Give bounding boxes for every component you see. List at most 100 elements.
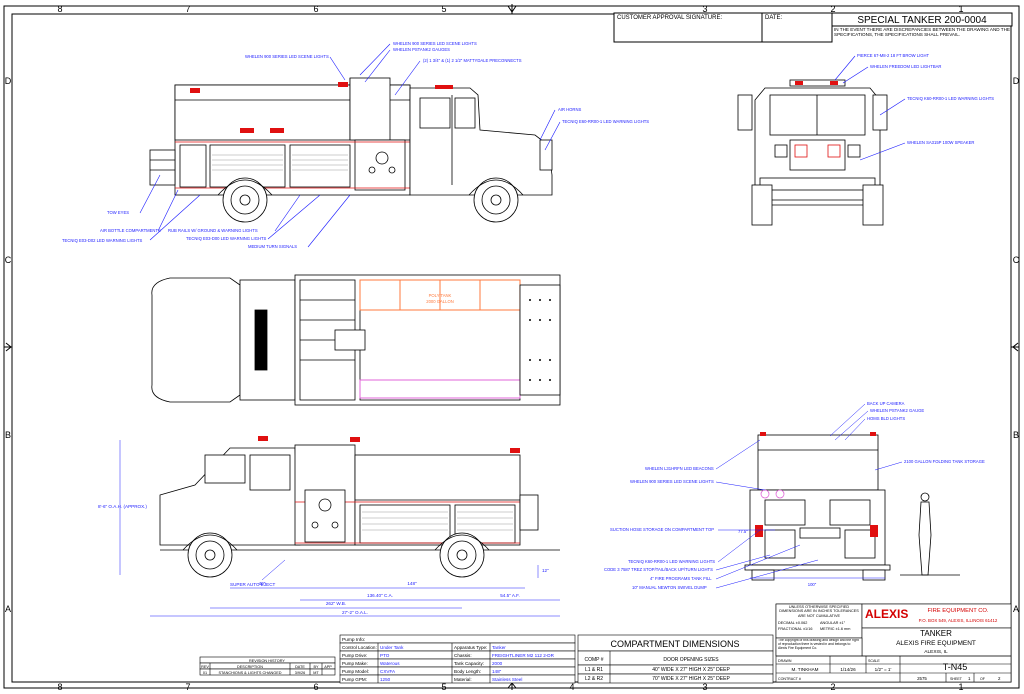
scale-value: 1/2" = 1' [875, 667, 892, 672]
grid-col-2: 2 [830, 4, 835, 14]
pump-info-title: Pump Info: [342, 637, 365, 643]
angular-tol: ANGULAR ±1° [820, 621, 846, 625]
callout-stop-tail: CODE 3 7587 TREZ STOP/TAIL/BACK UP/TURN … [604, 567, 713, 572]
rear-view [744, 432, 960, 581]
callout-folding-tank: 2100 GALLON FOLDING TANK STORAGE [904, 459, 985, 464]
grid-col-1: 1 [958, 4, 963, 14]
dim-af: 54.5" A.F. [500, 593, 520, 598]
callout-rear-gauge: WHELEN PSTANK2 GAUGE [870, 408, 924, 413]
callout-tecniq-e03-b: TECNIQ E03-D00 LED WARNING LIGHTS [186, 236, 267, 241]
tolerance-wrap: UNLESS OTHERWISE SPECIFIED DIMENSIONS AR… [779, 605, 859, 618]
callout-rear-warning: TECNIQ K60-RR00-1 LED WARNING LIGHTS [628, 559, 715, 564]
side-callout-leaders [139, 43, 561, 248]
grid-col-8: 8 [57, 4, 62, 14]
dim-12: 12" [542, 568, 549, 573]
rev-row-desc: STANCHIONS & LIGHTS CHANGED [218, 671, 281, 675]
callout-tecniq-e03: TECNIQ E03-D02 LED WARNING LIGHTS [62, 238, 143, 243]
grid-col-6: 6 [313, 4, 318, 14]
rev-h-app: APP [324, 665, 332, 669]
grid-row-c: C [5, 255, 12, 265]
callout-speaker: WHELEN SA315P 100W SPEAKER [907, 140, 974, 145]
front-view [737, 79, 888, 226]
company-address: P.O. BOX 549, ALEXIS, ILLINOIS 61412 [919, 618, 998, 623]
callout-scene-lights-top: WHELEN 900 SERIES LED SCENE LIGHTS [393, 41, 477, 46]
dim-148: 148" [407, 581, 417, 586]
comp-row2-size: 70" WIDE X 27" HIGH X 25" DEEP [652, 676, 730, 682]
rev-h-desc: DESCRIPTION [237, 665, 263, 669]
callout-gauges: WHELEN PSTANK2 GAUGES [393, 47, 450, 52]
compartment-table-text: COMPARTMENT DIMENSIONS COMP # DOOR OPENI… [584, 639, 739, 682]
callout-rub-rails: RUB RAILS W/ GROUND & WARNING LIGHTS [168, 228, 258, 233]
rev-h-date: DATE [295, 665, 305, 669]
approval-signature-label: CUSTOMER APPROVAL SIGNATURE: [617, 15, 722, 21]
comp-row1-id: L1 & R1 [585, 667, 603, 673]
rev-row-rev: 01 [203, 671, 207, 675]
pump-info-k1-1: Pump Drive: [342, 653, 367, 658]
tank-capacity-label: 2000 GALLON [426, 299, 453, 304]
callout-brow-light: PIERCE 67-M8-2 18 FT BROW LIGHT [857, 53, 929, 58]
drawn-by: M. TINKHAM [792, 667, 819, 672]
sheet-title: SPECIAL TANKER 200-0004 [857, 15, 987, 26]
pump-info-k1-3: Pump Model: [342, 669, 369, 674]
grid-col-3: 3 [702, 4, 707, 14]
side-left-dimension-lines [119, 440, 560, 617]
grid-col-3-b: 3 [702, 682, 707, 692]
customer-name: ALEXIS FIRE EQUIPMENT [896, 640, 976, 647]
sheet-number: 1 [968, 676, 971, 681]
pump-info-k2-0: Apparatus Type: [454, 645, 487, 650]
front-callouts: PIERCE 67-M8-2 18 FT BROW LIGHT WHELEN F… [857, 53, 994, 145]
callout-swivel: 10" MANUAL NEWTON SWIVEL DUMP [632, 585, 707, 590]
dim-oal: 27'-2" O.A.L. [342, 610, 368, 615]
customer-location: ALEXIS, IL [924, 649, 948, 655]
pump-info-k2-4: Material: [454, 677, 472, 682]
callout-super-auto: SUPER AUTO EJECT [230, 582, 276, 587]
dim-40: 40" [259, 581, 266, 586]
drawing-title: TANKER [920, 629, 952, 638]
pump-info-k1-4: Pump GPM: [342, 677, 367, 682]
grid-col-5-b: 5 [441, 682, 446, 692]
dim-ca: 136.40" C.A. [367, 593, 393, 598]
grid-row-a: A [5, 604, 11, 614]
grid-col-7: 7 [185, 4, 190, 14]
of-number: 2 [998, 676, 1001, 681]
approval-block: CUSTOMER APPROVAL SIGNATURE: DATE: SPECI… [613, 12, 1013, 43]
pump-info-v2-2: 2000 [492, 661, 503, 666]
pump-info-v1-3: CXVFA [380, 669, 396, 674]
discrepancy-note-wrap: IN THE EVENT THERE ARE DISCREPANCIES BET… [834, 27, 1010, 37]
tolerance-note: UNLESS OTHERWISE SPECIFIED DIMENSIONS AR… [779, 605, 859, 618]
front-callout-leaders [834, 55, 906, 161]
grid-col-8-b: 8 [57, 682, 62, 692]
grid-row-d: D [5, 76, 12, 86]
comp-row1-size: 40" WIDE X 27" HIGH X 25" DEEP [652, 667, 730, 673]
scale-label: SCALE [868, 659, 880, 663]
company-logo: ALEXIS [865, 607, 908, 621]
side-view-left [159, 436, 560, 578]
callout-lightbar: WHELEN FREEDOM LED LIGHTBAR [870, 64, 941, 69]
top-view-tank-labels: POLY TANK 2000 GALLON [426, 293, 453, 304]
grid-row-d-r: D [1013, 76, 1020, 86]
grid-col-4-b: 4 [569, 682, 574, 692]
compartment-size-header: DOOR OPENING SIZES [663, 657, 719, 663]
grid-row-labels: D C B A D C B A [5, 76, 1020, 614]
discrepancy-note: IN THE EVENT THERE ARE DISCREPANCIES BET… [834, 27, 1010, 37]
rev-h-rev: REV [201, 665, 209, 669]
revision-history [199, 656, 336, 676]
callout-scene-lights: WHELEN 900 SERIES LED SCENE LIGHTS [245, 54, 329, 59]
title-block [775, 603, 1012, 683]
approval-date-label: DATE: [765, 15, 783, 21]
rev-row-date: 3/9/26 [295, 671, 306, 675]
pump-info-v2-0: Tanker [492, 645, 506, 650]
callout-front-warning: TECNIQ K60-RR00-1 LED WARNING LIGHTS [907, 96, 994, 101]
rear-callouts: BACK UP CAMERA WHELEN PSTANK2 GAUGE HOMS… [604, 401, 985, 590]
grid-row-a-r: A [1013, 604, 1019, 614]
pump-info-k2-1: Chassis: [454, 653, 472, 658]
grid-column-labels-bottom: 8 7 6 5 4 3 2 1 [57, 682, 963, 692]
dim-wb: 262" W.B. [326, 601, 346, 606]
grid-col-2-b: 2 [830, 682, 835, 692]
top-view [151, 274, 561, 406]
callout-air-bottle: AIR BOTTLE COMPARTMENTS [100, 228, 161, 233]
pump-info-v2-3: 148" [492, 669, 502, 674]
grid-col-7-b: 7 [185, 682, 190, 692]
rear-width-dim: 100" [808, 582, 817, 587]
